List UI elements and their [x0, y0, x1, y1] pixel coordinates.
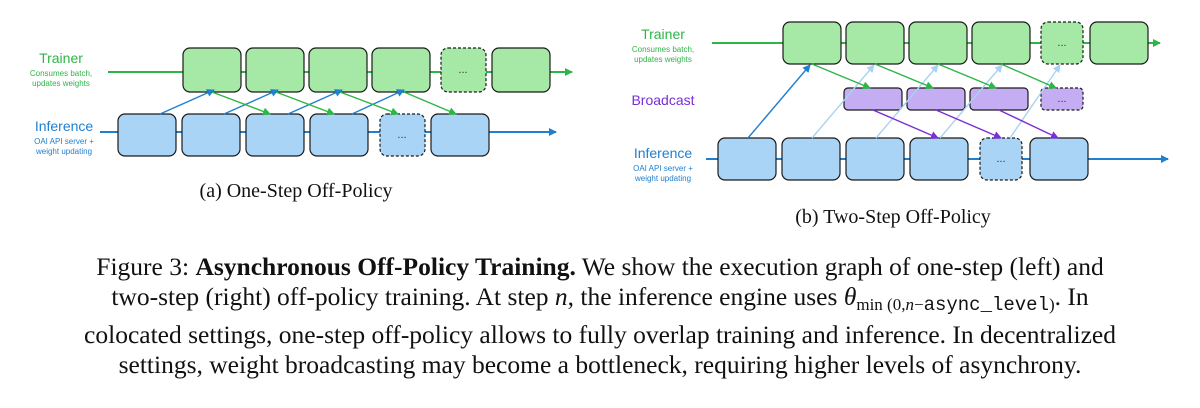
rollout-arrow: [223, 89, 279, 115]
weights-arrow: [937, 63, 997, 90]
inference-step-box: [309, 113, 369, 157]
rollout-arrow: [159, 89, 215, 115]
inference-sub-line-1: OAI API server +: [633, 164, 693, 173]
broadcast-step-box: [969, 87, 1029, 111]
panel-b-caption: (b) Two-Step Off-Policy: [795, 206, 991, 228]
inference-label: Inference: [35, 118, 94, 134]
broadcast-label: Broadcast: [631, 92, 694, 108]
weights-arrow: [339, 91, 399, 116]
weights-arrow: [275, 91, 335, 116]
rollout-arrow: [747, 64, 811, 139]
weights-arrow: [211, 91, 271, 116]
ellipsis-icon: ...: [458, 64, 467, 76]
weights-arrow: [1000, 63, 1057, 89]
step-variable: n: [554, 282, 568, 311]
broadcast-ellipsis-box: [1040, 87, 1084, 111]
step-variable: n: [905, 295, 914, 314]
trainer-sub-line-2: updates weights: [634, 55, 692, 64]
async-level-code: async_level: [923, 294, 1049, 316]
min-close: ): [1048, 295, 1055, 314]
ellipsis-icon: ...: [996, 153, 1005, 165]
inference-ellipsis-box: [379, 113, 426, 157]
figure-label: Figure 3:: [96, 252, 190, 281]
caption-line-1: Figure 3: Asynchronous Off-Policy Traini…: [0, 252, 1200, 282]
inference-step-box: [909, 137, 969, 181]
inference-label: Inference: [634, 145, 693, 161]
trainer-step-box: [908, 21, 968, 65]
trainer-step-box: [371, 47, 431, 93]
inference-ellipsis-box: [979, 137, 1023, 181]
figure-title: Asynchronous Off-Policy Training.: [195, 252, 576, 281]
caption-line-1-rest: We show the execution graph of one-step …: [581, 252, 1104, 281]
trainer-step-box: [782, 21, 842, 65]
trainer-ellipsis-box: [1040, 21, 1084, 65]
rollout-arrow: [287, 89, 343, 115]
inference-step-box: [430, 113, 490, 157]
rollout-arrow: [875, 64, 939, 139]
min-text: min: [856, 295, 883, 314]
inference-sub-line-1: OAI API server +: [34, 137, 94, 146]
broadcast-arrow: [935, 109, 1002, 139]
broadcast-step-box: [843, 87, 903, 111]
trainer-step-box: [308, 47, 368, 93]
trainer-step-box: [182, 47, 242, 93]
rollout-arrow: [939, 64, 1003, 139]
min-args: (0,: [887, 295, 906, 314]
rollout-arrow: [1009, 64, 1061, 139]
rollout-arrow: [811, 64, 875, 139]
ellipsis-icon: ...: [397, 129, 406, 141]
inference-step-box: [117, 113, 177, 157]
weights-arrow: [811, 63, 871, 90]
ellipsis-icon: ...: [1057, 37, 1066, 49]
trainer-label: Trainer: [39, 50, 83, 66]
trainer-sub-line-1: Consumes batch,: [632, 45, 694, 54]
trainer-sub-line-2: updates weights: [32, 79, 90, 88]
inference-step-box: [717, 137, 777, 181]
caption-text: , the inference engine uses: [567, 282, 838, 311]
inference-step-box: [1029, 137, 1089, 181]
caption-text: . In: [1054, 282, 1089, 311]
panel-a: Trainer Consumes batch, updates weights …: [30, 47, 573, 202]
broadcast-arrow: [872, 109, 939, 139]
off-policy-diagram: Trainer Consumes batch, updates weights …: [30, 21, 1169, 228]
inference-step-box: [845, 137, 905, 181]
weights-arrow: [403, 91, 457, 115]
trainer-label: Trainer: [641, 26, 685, 42]
inference-sub-line-2: weight updating: [35, 147, 92, 156]
caption-line-2: two-step (right) off-policy training. At…: [0, 282, 1200, 320]
trainer-ellipsis-box: [440, 47, 487, 93]
inference-step-box: [245, 113, 305, 157]
broadcast-arrow: [998, 109, 1059, 139]
ellipsis-icon: ...: [1057, 93, 1066, 105]
inference-sub-line-2: weight updating: [634, 174, 691, 183]
trainer-step-box: [971, 21, 1031, 65]
theta-subscript: min (0,n−async_level): [856, 294, 1055, 316]
trainer-step-box: [245, 47, 305, 93]
figure-caption: Figure 3: Asynchronous Off-Policy Traini…: [0, 252, 1200, 380]
panel-a-caption: (a) One-Step Off-Policy: [200, 180, 393, 202]
theta-symbol: θ: [843, 282, 857, 311]
trainer-step-box: [845, 21, 905, 65]
trainer-step-box: [1089, 21, 1149, 65]
inference-step-box: [181, 113, 241, 157]
panel-b: Trainer Consumes batch, updates weights …: [631, 21, 1169, 228]
weights-arrow: [874, 63, 934, 90]
rollout-arrow: [351, 89, 405, 115]
caption-text: two-step (right) off-policy training. At…: [111, 282, 549, 311]
caption-line-3: colocated settings, one-step off-policy …: [84, 320, 1116, 349]
minus-sign: −: [913, 295, 924, 314]
inference-step-box: [781, 137, 841, 181]
caption-line-4: settings, weight broadcasting may become…: [118, 350, 1082, 379]
trainer-sub-line-1: Consumes batch,: [30, 69, 92, 78]
trainer-step-box: [491, 47, 551, 93]
